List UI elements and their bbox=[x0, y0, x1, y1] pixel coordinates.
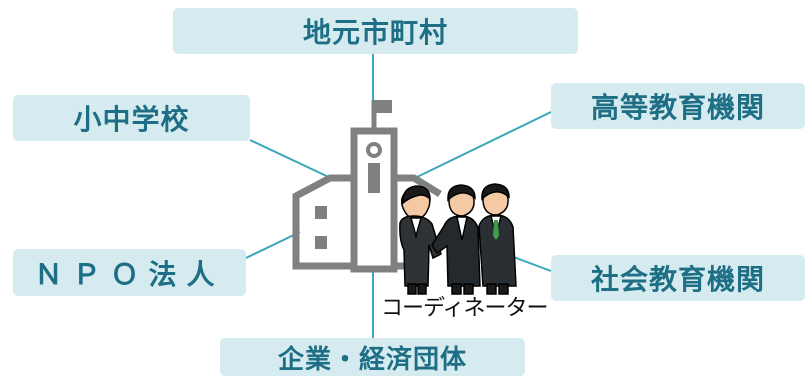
person-right bbox=[478, 183, 517, 295]
node-label: 企業・経済団体 bbox=[277, 344, 467, 375]
node-label: 高等教育機関 bbox=[590, 91, 765, 124]
person-left bbox=[399, 185, 442, 295]
node-label: 地元市町村 bbox=[302, 16, 448, 49]
node-companies-economic-organizations: 企業・経済団体 bbox=[220, 338, 525, 376]
connector-right-upper bbox=[414, 111, 552, 179]
coordinator-caption: コーディネーター bbox=[381, 296, 548, 321]
node-social-education-institutions: 社会教育機関 bbox=[551, 255, 805, 301]
connector-left-lower bbox=[245, 231, 301, 259]
node-label: 社会教育機関 bbox=[590, 263, 765, 296]
node-higher-education-institutions: 高等教育機関 bbox=[551, 83, 805, 129]
person-middle bbox=[431, 184, 481, 295]
people-handshake-icon bbox=[399, 183, 517, 295]
school-building-icon bbox=[292, 100, 442, 273]
node-label: 小中学校 bbox=[73, 103, 190, 136]
connector-lines bbox=[245, 54, 552, 338]
node-npo-corporation: ＮＰＯ法人 bbox=[13, 249, 246, 296]
node-label: ＮＰＯ法人 bbox=[34, 257, 225, 291]
node-elementary-junior-high-schools: 小中学校 bbox=[13, 95, 250, 141]
connector-left-upper bbox=[249, 139, 336, 181]
node-local-municipality: 地元市町村 bbox=[173, 8, 578, 54]
